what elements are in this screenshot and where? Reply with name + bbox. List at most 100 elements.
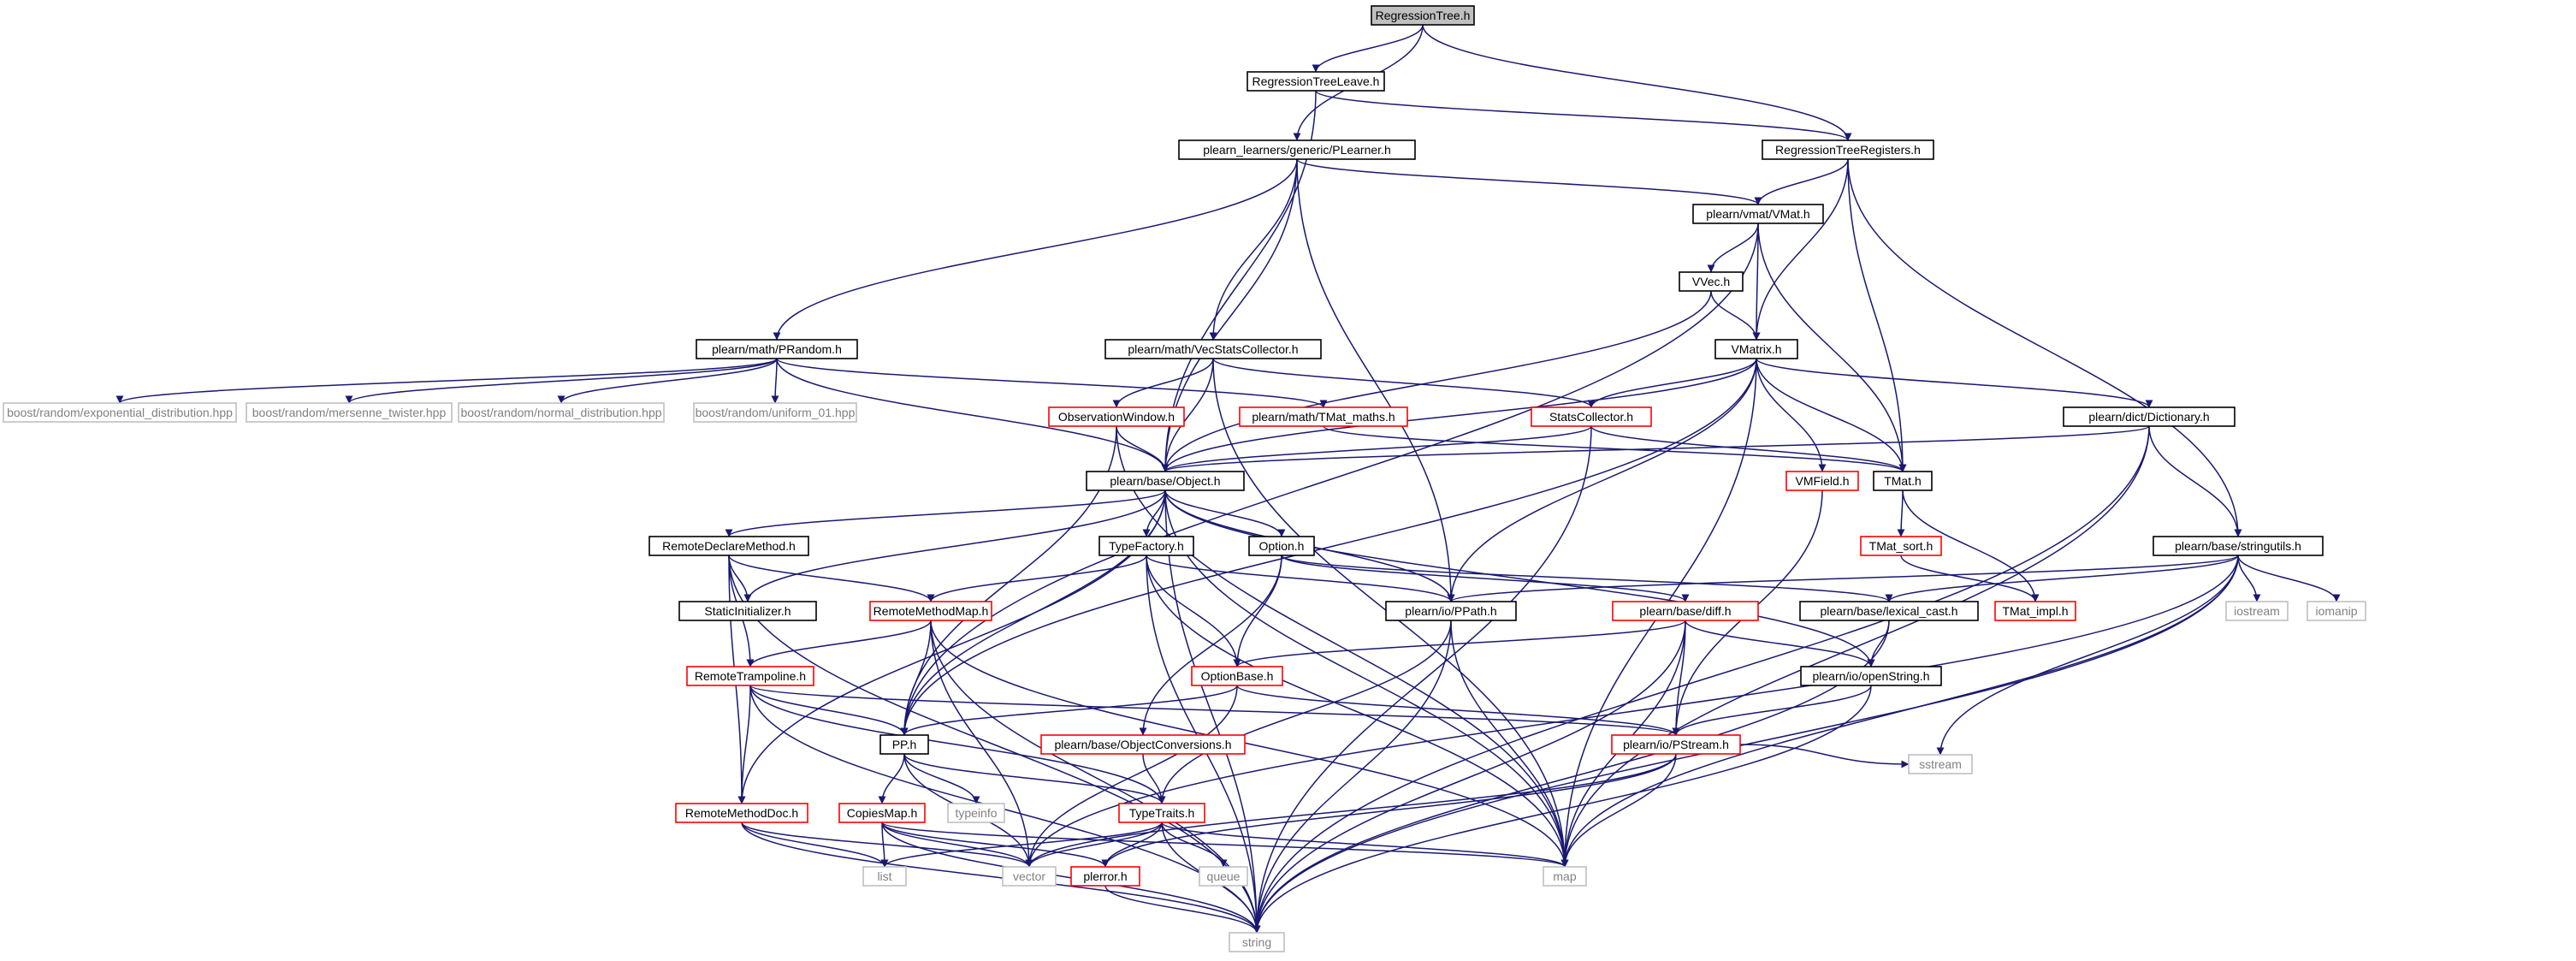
node-CopiesMap[interactable]: CopiesMap.h <box>838 803 926 823</box>
edge-plerror-to-string <box>1104 885 1261 934</box>
node-box <box>1385 601 1517 621</box>
node-RemoteTrampoline[interactable]: RemoteTrampoline.h <box>686 666 814 686</box>
node-RemoteMethodMap[interactable]: RemoteMethodMap.h <box>869 601 992 621</box>
node-VMat[interactable]: plearn/vmat/VMat.h <box>1692 204 1824 224</box>
node-typeinfo: typeinfo <box>947 803 1005 823</box>
node-TypeTraits[interactable]: TypeTraits.h <box>1118 803 1205 823</box>
node-sstream: sstream <box>1908 754 1973 774</box>
node-TypeFactory[interactable]: TypeFactory.h <box>1099 536 1194 556</box>
node-openString[interactable]: plearn/io/openString.h <box>1800 666 1942 686</box>
node-label: TypeFactory.h <box>1109 539 1184 553</box>
edge-PRandom-to-TMat_maths <box>776 358 1328 408</box>
node-RegressionTreeLeave[interactable]: RegressionTreeLeave.h <box>1247 71 1385 92</box>
edge-RegressionTreeRegisters-to-VMat <box>1754 158 1849 205</box>
node-box <box>696 339 858 359</box>
edge-TMat_sort-to-TMat_impl <box>1900 555 2040 602</box>
node-label: RegressionTreeRegisters.h <box>1775 143 1921 157</box>
node-stringutils[interactable]: plearn/base/stringutils.h <box>2153 536 2324 556</box>
edge-PRandom-to-mersenne <box>345 358 778 404</box>
edge-TypeTraits-to-list <box>880 822 1163 868</box>
node-lexical_cast[interactable]: plearn/base/lexical_cast.h <box>1799 601 1979 621</box>
node-box <box>862 866 907 887</box>
edge-Object-to-StaticInitializer <box>743 489 1166 602</box>
edge-StatsCollector-to-TMat <box>1590 425 1907 472</box>
node-RemoteDeclareMethod[interactable]: RemoteDeclareMethod.h <box>648 536 809 556</box>
edge-CopiesMap-to-vector <box>881 822 1033 868</box>
node-label: boost/random/mersenne_twister.hpp <box>252 406 447 419</box>
edge-openString-to-string <box>1252 685 1872 934</box>
node-label: boost/random/exponential_distribution.hp… <box>7 406 233 419</box>
edge-PRandom-to-Object <box>776 358 1170 472</box>
edge-TMat_maths-to-TMat <box>1323 425 1907 472</box>
node-box <box>1762 139 1934 160</box>
node-box <box>1611 734 1741 755</box>
node-RegressionTree[interactable]: RegressionTree.h <box>1371 5 1475 26</box>
node-label: boost/random/uniform_01.hpp <box>696 406 856 419</box>
node-TMat[interactable]: TMat.h <box>1873 471 1933 491</box>
node-VMField[interactable]: VMField.h <box>1785 471 1859 491</box>
node-plerror[interactable]: plerror.h <box>1070 866 1140 887</box>
node-PP[interactable]: PP.h <box>879 734 929 755</box>
node-ObjectConversions[interactable]: plearn/base/ObjectConversions.h <box>1040 734 1246 755</box>
edge-RemoteDeclareMethod-to-RemoteMethodMap <box>728 555 935 602</box>
node-Option[interactable]: Option.h <box>1248 536 1315 556</box>
edge-RemoteTrampoline-to-RemoteMethodDoc <box>737 685 751 804</box>
edge-TypeFactory-to-PPath <box>1146 555 1455 602</box>
node-box <box>2153 536 2324 556</box>
edge-RegressionTreeRegisters-to-TMat <box>1847 158 1907 472</box>
edge-VMatrix-to-TMat <box>1756 358 1907 472</box>
node-label: plearn/io/PStream.h <box>1623 738 1729 751</box>
node-box <box>1247 71 1385 92</box>
edge-RegressionTree-to-RegressionTreeLeave <box>1312 24 1424 73</box>
node-VecStatsCollector[interactable]: plearn/math/VecStatsCollector.h <box>1104 339 1322 359</box>
edge-VVec-to-VMatrix <box>1710 290 1761 341</box>
node-Dictionary[interactable]: plearn/dict/Dictionary.h <box>2063 406 2235 427</box>
node-box <box>1086 471 1245 491</box>
node-box <box>1199 866 1248 887</box>
edge-PStream-to-vector <box>1025 753 1677 868</box>
edge-PRandom-to-normal_dist <box>557 358 778 404</box>
node-PStream[interactable]: plearn/io/PStream.h <box>1611 734 1741 755</box>
node-TMat_sort[interactable]: TMat_sort.h <box>1860 536 1942 556</box>
node-RegressionTreeRegisters[interactable]: RegressionTreeRegisters.h <box>1762 139 1934 160</box>
edge-PStream-to-map <box>1560 753 1677 868</box>
node-VVec[interactable]: VVec.h <box>1679 271 1744 292</box>
node-label: TMat_sort.h <box>1869 539 1933 553</box>
node-PPath[interactable]: plearn/io/PPath.h <box>1385 601 1517 621</box>
node-VMatrix[interactable]: VMatrix.h <box>1714 339 1798 359</box>
node-TMat_maths[interactable]: plearn/math/TMat_maths.h <box>1239 406 1408 427</box>
node-PRandom[interactable]: plearn/math/PRandom.h <box>696 339 858 359</box>
edge-OptionBase-to-vector <box>1025 685 1238 868</box>
node-box <box>1692 204 1824 224</box>
node-label: ObservationWindow.h <box>1058 410 1175 424</box>
node-StaticInitializer[interactable]: StaticInitializer.h <box>678 601 817 621</box>
node-TMat_impl[interactable]: TMat_impl.h <box>1994 601 2076 621</box>
edge-TypeFactory-to-map <box>1146 555 1569 868</box>
node-label: VVec.h <box>1692 275 1730 288</box>
node-Object[interactable]: plearn/base/Object.h <box>1086 471 1245 491</box>
node-label: Option.h <box>1259 539 1305 553</box>
edge-PRandom-to-uniform01 <box>771 358 779 404</box>
node-box <box>1799 601 1979 621</box>
node-uniform01: boost/random/uniform_01.hpp <box>693 402 857 423</box>
node-label: iomanip <box>2315 604 2357 618</box>
edge-Option-to-diff <box>1281 555 1690 602</box>
edge-stringutils-to-lexical_cast <box>1885 555 2239 602</box>
edge-VMatrix-to-Object <box>1161 358 1757 472</box>
node-PLearner[interactable]: plearn_learners/generic/PLearner.h <box>1178 139 1416 160</box>
node-OptionBase[interactable]: OptionBase.h <box>1191 666 1283 686</box>
node-StatsCollector[interactable]: StatsCollector.h <box>1531 406 1652 427</box>
edge-RegressionTree-to-RegressionTreeRegisters <box>1422 24 1852 141</box>
node-RemoteMethodDoc[interactable]: RemoteMethodDoc.h <box>675 803 808 823</box>
node-box <box>869 601 992 621</box>
dependency-edges <box>115 24 2341 934</box>
edge-TMat-to-TMat_sort <box>1897 489 1905 537</box>
node-ObservationWindow[interactable]: ObservationWindow.h <box>1048 406 1185 427</box>
node-diff[interactable]: plearn/base/diff.h <box>1612 601 1759 621</box>
node-box <box>678 601 817 621</box>
node-label: boost/random/normal_distribution.hpp <box>460 406 661 419</box>
edge-PP-to-CopiesMap <box>878 753 905 804</box>
node-label: StatsCollector.h <box>1549 410 1633 424</box>
edge-stringutils-to-iomanip <box>2237 555 2341 602</box>
